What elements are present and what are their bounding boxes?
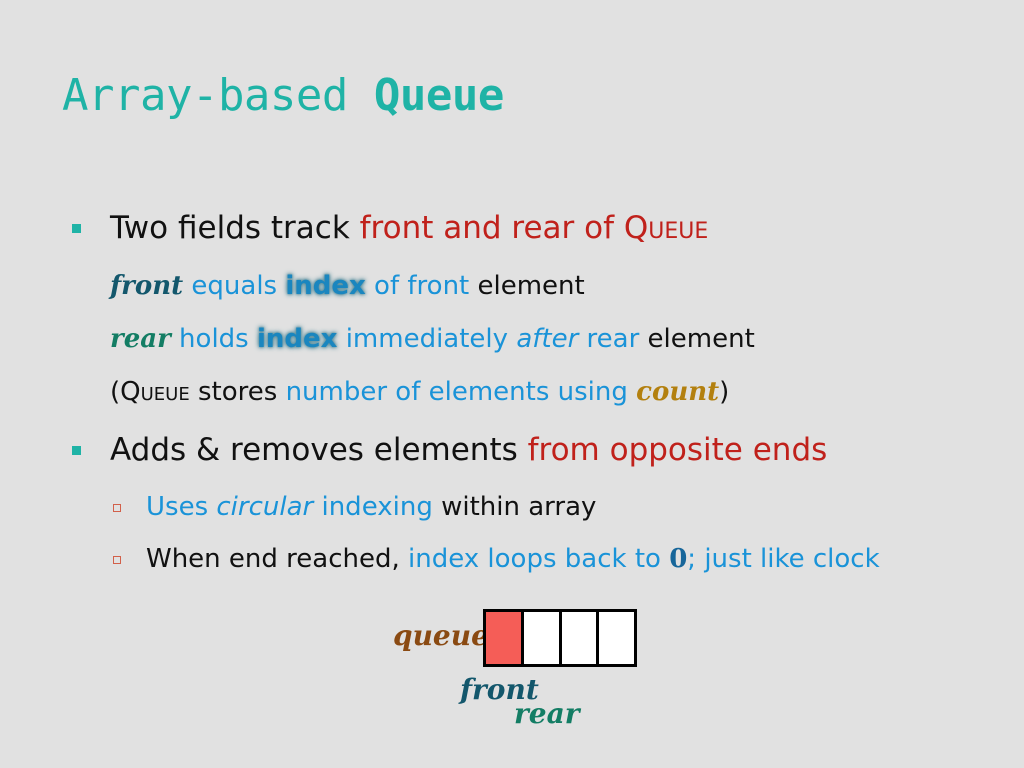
sub-bullet-1: Uses circular indexing within array <box>146 492 596 522</box>
var-rear: rear <box>110 324 171 354</box>
bullet-1: Two fields track front and rear of Queue <box>110 210 708 246</box>
detail-count-blue: number of elements using <box>285 377 637 407</box>
sub-1-circular: circular <box>216 492 314 522</box>
front-pointer-label: front <box>460 673 539 706</box>
sub-2-zero: 0 <box>669 544 688 574</box>
bullet-1-red: front and rear of <box>359 210 624 246</box>
var-count: count <box>636 377 720 407</box>
sub-2-t: When end reached, <box>146 544 409 574</box>
detail-front-index: index <box>285 271 366 301</box>
detail-count-p1: ( <box>110 377 121 407</box>
rear-pointer-label: rear <box>514 697 580 730</box>
detail-rear-t1: holds <box>170 324 257 354</box>
sub-bullet-icon <box>113 556 121 564</box>
sub-1-b1: Uses <box>146 492 217 522</box>
detail-count-sc: Queue <box>120 377 190 407</box>
detail-rear: rear holds index immediately after rear … <box>110 324 755 354</box>
bullet-1-text: Two fields track <box>110 210 360 246</box>
sub-bullet-icon <box>113 504 121 512</box>
bullet-2: Adds & removes elements from opposite en… <box>110 432 827 468</box>
detail-rear-t2: immediately <box>337 324 517 354</box>
sub-bullet-2: When end reached, index loops back to 0;… <box>146 544 880 574</box>
queue-array <box>483 609 637 667</box>
title-plain: Array-based <box>62 70 374 121</box>
title-bold: Queue <box>373 70 504 121</box>
bullet-2-text: Adds & removes elements <box>110 432 528 468</box>
detail-count-p3: ) <box>719 377 730 407</box>
detail-front-t2: of front <box>365 271 470 301</box>
var-front: front <box>110 271 184 301</box>
bullet-icon <box>72 446 81 455</box>
sub-2-b2: ; just like clock <box>687 544 880 574</box>
detail-rear-t4: element <box>639 324 755 354</box>
detail-front: front equals index of front element <box>110 271 585 301</box>
detail-count-p2: stores <box>189 377 286 407</box>
bullet-2-red: from opposite ends <box>527 432 828 468</box>
sub-2-b1: index loops back to <box>408 544 670 574</box>
queue-array-label: queue <box>393 619 489 652</box>
bullet-1-red-sc: Queue <box>623 210 709 246</box>
queue-cell-1 <box>524 612 562 664</box>
slide-title: Array-based Queue <box>62 70 504 121</box>
detail-front-t1: equals <box>183 271 286 301</box>
detail-count: (Queue stores number of elements using c… <box>110 377 729 407</box>
queue-cell-3 <box>599 612 634 664</box>
detail-front-t3: element <box>469 271 585 301</box>
queue-cell-0 <box>486 612 524 664</box>
bullet-icon <box>72 224 81 233</box>
queue-cell-2 <box>562 612 600 664</box>
detail-rear-t3: rear <box>578 324 640 354</box>
sub-1-b2: indexing <box>313 492 433 522</box>
sub-1-t: within array <box>432 492 597 522</box>
detail-rear-after: after <box>516 324 579 354</box>
detail-rear-index: index <box>257 324 338 354</box>
